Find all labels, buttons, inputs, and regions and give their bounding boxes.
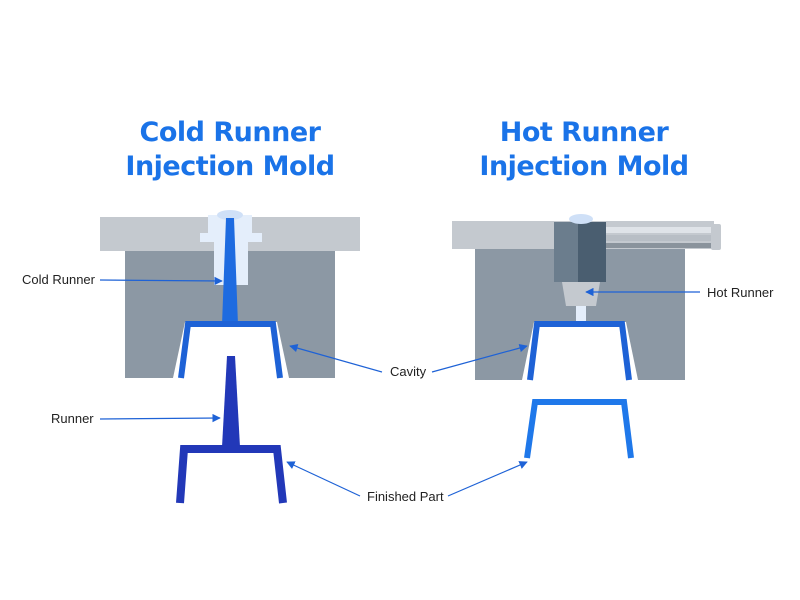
- cold-runner-label: Cold Runner: [22, 272, 95, 287]
- cold-finished-part: [176, 445, 287, 504]
- cold-sprue-channel: [222, 218, 238, 325]
- cold-runner-title: Cold Runner Injection Mold: [50, 116, 410, 184]
- hot-manifold-cap: [711, 224, 721, 250]
- hot-nozzle-pin: [576, 306, 586, 324]
- cold-runner-title-line2: Injection Mold: [125, 151, 335, 182]
- hot-cavity-outline: [527, 321, 632, 381]
- hot-nozzle-seat: [569, 214, 593, 224]
- hot-runner-title-line2: Injection Mold: [479, 151, 689, 182]
- hot-manifold-rod-3: [605, 243, 715, 248]
- cold-runner-arrow: [99, 276, 223, 286]
- cavity-arrow-right: [431, 343, 528, 373]
- hot-runner-title: Hot Runner Injection Mold: [404, 116, 764, 184]
- hot-runner-mold: [452, 214, 721, 381]
- cavity-arrow-left: [289, 344, 383, 373]
- hot-finished-part: [524, 399, 634, 459]
- runner-arrow: [99, 413, 221, 423]
- cold-runner-mold: [100, 210, 360, 379]
- cold-runner-title-line1: Cold Runner: [139, 117, 321, 148]
- hot-runner-label: Hot Runner: [707, 285, 774, 300]
- hot-nozzle-tip: [562, 282, 600, 306]
- cavity-label: Cavity: [390, 364, 427, 379]
- hot-cavity: [522, 322, 638, 380]
- hot-runner-title-line1: Hot Runner: [499, 117, 669, 148]
- cold-cavity-outline: [178, 321, 283, 379]
- hot-manifold-rod-2: [605, 235, 715, 241]
- callout-arrows: [99, 276, 700, 497]
- finished-part-arrow-right: [447, 461, 528, 497]
- runner-sprue: [222, 356, 240, 447]
- runner-label: Runner: [51, 411, 94, 426]
- hot-nozzle-housing-light: [554, 222, 578, 282]
- finished-part-arrow-left: [286, 461, 361, 497]
- cold-cavity: [173, 322, 289, 378]
- hot-manifold-rod-1: [605, 227, 715, 233]
- finished-part-label: Finished Part: [367, 489, 444, 504]
- cold-sprue-nozzle-seat: [217, 210, 243, 220]
- cold-finished-part-group: [176, 356, 287, 504]
